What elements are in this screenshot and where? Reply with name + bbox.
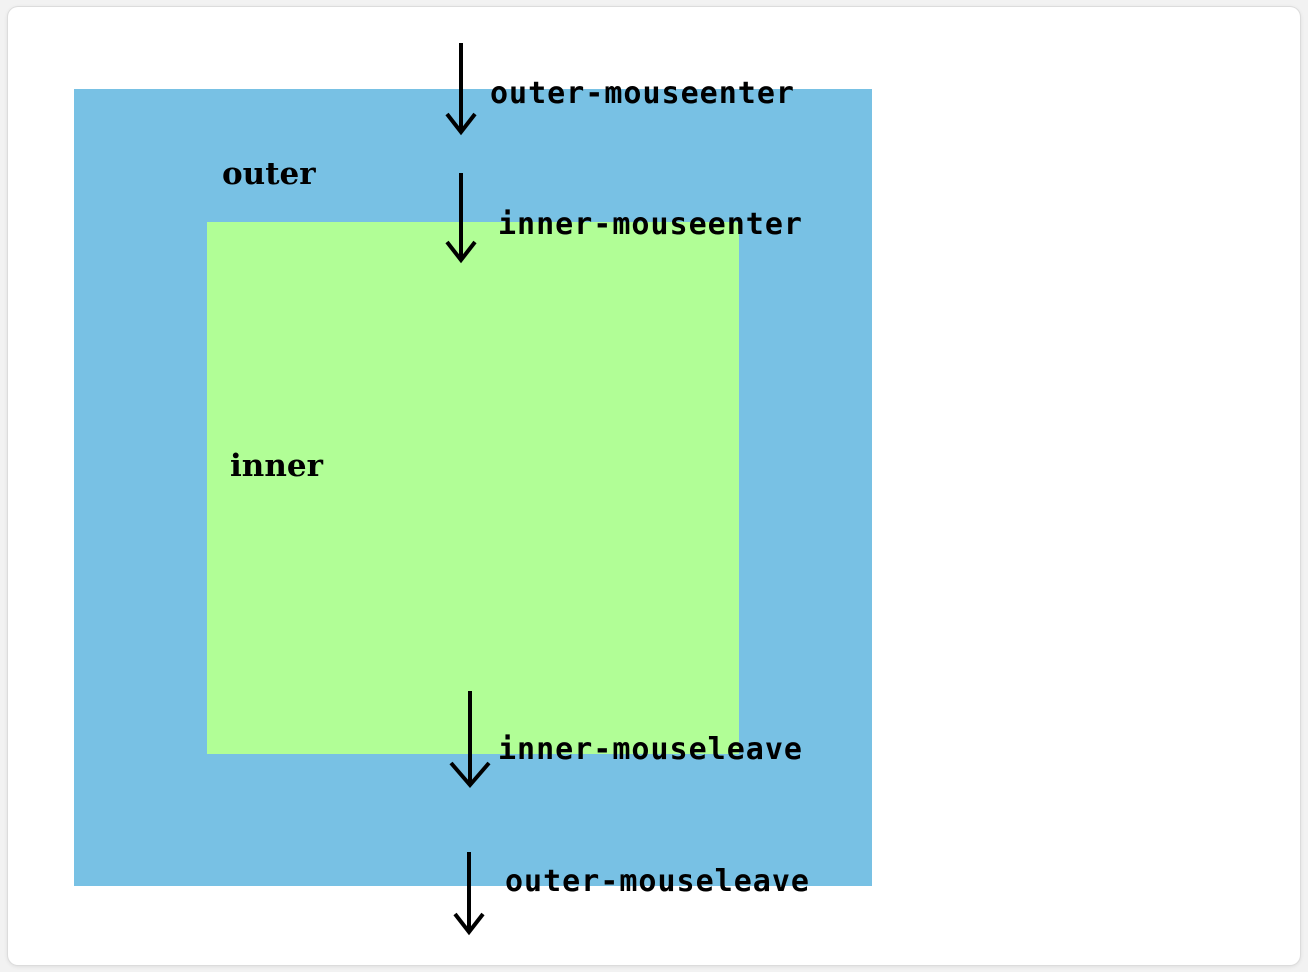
outer-mouseenter-label: outer-mouseenter xyxy=(490,76,795,111)
inner-mouseenter-label: inner-mouseenter xyxy=(498,207,803,242)
outer-label: outer xyxy=(222,156,316,192)
outer-mouseleave-label: outer-mouseleave xyxy=(505,864,810,899)
down-arrow-icon xyxy=(445,173,477,264)
inner-box xyxy=(207,222,739,754)
diagram-frame: outer inner outer-mouseenter inner-mouse… xyxy=(8,7,1300,965)
down-arrow-icon xyxy=(453,852,485,936)
inner-mouseleave-label: inner-mouseleave xyxy=(498,732,803,767)
down-arrow-icon xyxy=(449,691,491,789)
inner-label: inner xyxy=(230,448,323,484)
down-arrow-icon xyxy=(445,43,477,136)
